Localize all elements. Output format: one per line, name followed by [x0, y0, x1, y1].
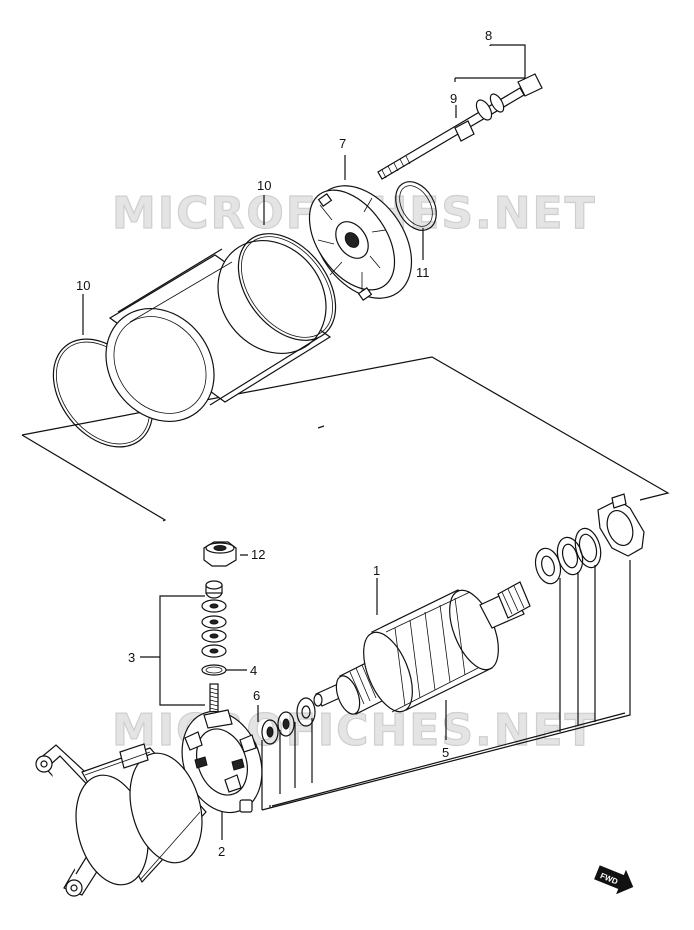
brush-holder-2	[181, 709, 263, 814]
rear-cover	[35, 743, 207, 897]
o-ring-11	[395, 181, 437, 231]
forward-arrow-icon: FWD	[594, 865, 634, 895]
nut-12	[203, 541, 237, 567]
callout-12: 12	[251, 547, 265, 562]
end-housing-7	[308, 185, 413, 301]
terminal-kit-3	[201, 580, 227, 658]
o-ring-4	[201, 664, 227, 676]
callout-7: 7	[339, 136, 346, 151]
through-bolt-8	[377, 73, 543, 180]
yoke-housing	[105, 239, 332, 423]
callout-10-lower: 10	[76, 278, 90, 293]
callout-3: 3	[128, 650, 135, 665]
callout-9: 9	[450, 91, 457, 106]
callout-2: 2	[218, 844, 225, 859]
callout-6: 6	[253, 688, 260, 703]
callout-bracket-3	[159, 595, 205, 706]
armature-1	[313, 581, 531, 715]
outline-tick	[317, 425, 325, 429]
washers-armature-right	[534, 527, 602, 585]
callout-4: 4	[250, 663, 257, 678]
washers-armature-left	[277, 697, 316, 737]
callout-1: 1	[373, 563, 380, 578]
callout-8: 8	[485, 28, 492, 43]
callout-11: 11	[416, 265, 430, 280]
o-ring-10-upper	[237, 233, 337, 341]
callout-5: 5	[442, 745, 449, 760]
callout-10-upper: 10	[257, 178, 271, 193]
lock-plate	[597, 493, 645, 557]
washer-6	[261, 719, 279, 745]
leader-lines	[82, 44, 526, 840]
